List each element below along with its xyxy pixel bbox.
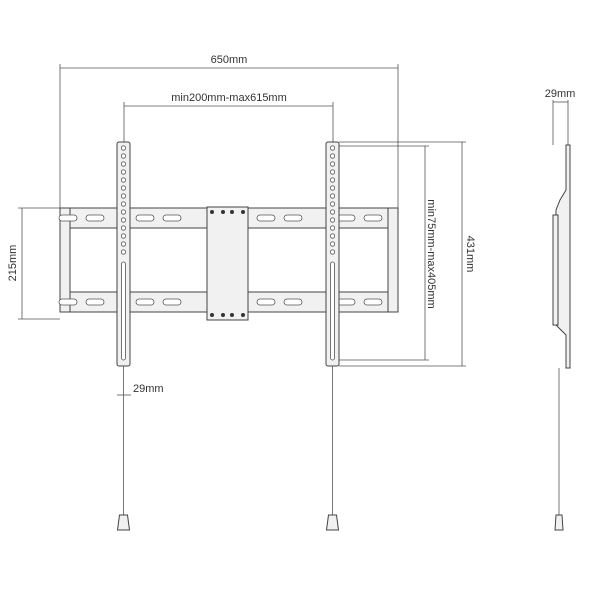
vertical-range-label: min75mm-max405mm: [425, 199, 437, 308]
arm-length-label: 431mm: [464, 236, 476, 273]
rail-slot: [135, 298, 155, 306]
rail-slot: [58, 298, 78, 306]
rail-slot: [85, 214, 105, 222]
arm-width-label: 29mm: [133, 383, 164, 395]
rail-slot: [256, 298, 276, 306]
bolt: [241, 313, 245, 317]
rail-slot: [363, 298, 383, 306]
center-plate: [206, 206, 249, 321]
rail-slot: [363, 214, 383, 222]
rail-height-dimension: 215mm: [7, 207, 60, 320]
vertical-arm: [116, 141, 131, 531]
arm-width-dimension: 29mm: [117, 383, 164, 396]
wall-plate: [58, 206, 399, 321]
rail-height-label: 215mm: [7, 245, 19, 282]
rail-slot: [135, 214, 155, 222]
side-profile: 29mm: [545, 88, 576, 531]
rail-slot: [162, 298, 182, 306]
vertical-arms: [116, 141, 340, 531]
rail-slot: [85, 298, 105, 306]
bolt: [241, 210, 245, 214]
arm-spacing-dimension: min200mm-max615mm: [123, 92, 334, 142]
bolt: [210, 313, 214, 317]
bolt: [210, 210, 214, 214]
arm-length-dimension: 431mm: [339, 141, 476, 367]
rail-slot: [256, 214, 276, 222]
cord-weight: [116, 514, 131, 531]
rail-slot: [58, 214, 78, 222]
rail-slot: [336, 298, 356, 306]
overall-width-label: 650mm: [211, 54, 248, 66]
bolt: [221, 210, 225, 214]
cord-weight: [325, 514, 340, 531]
vertical-arm: [325, 141, 340, 531]
rail-slot: [283, 298, 303, 306]
bolt: [230, 210, 234, 214]
bolt: [221, 313, 225, 317]
arm-spacing-label: min200mm-max615mm: [171, 92, 287, 104]
rail-slot: [162, 214, 182, 222]
rail-slot: [283, 214, 303, 222]
bolt: [230, 313, 234, 317]
overall-width-dimension: 650mm: [59, 54, 399, 210]
rail-slot: [336, 214, 356, 222]
vertical-range-dimension: min75mm-max405mm: [339, 145, 437, 361]
profile-depth-label: 29mm: [545, 88, 576, 100]
